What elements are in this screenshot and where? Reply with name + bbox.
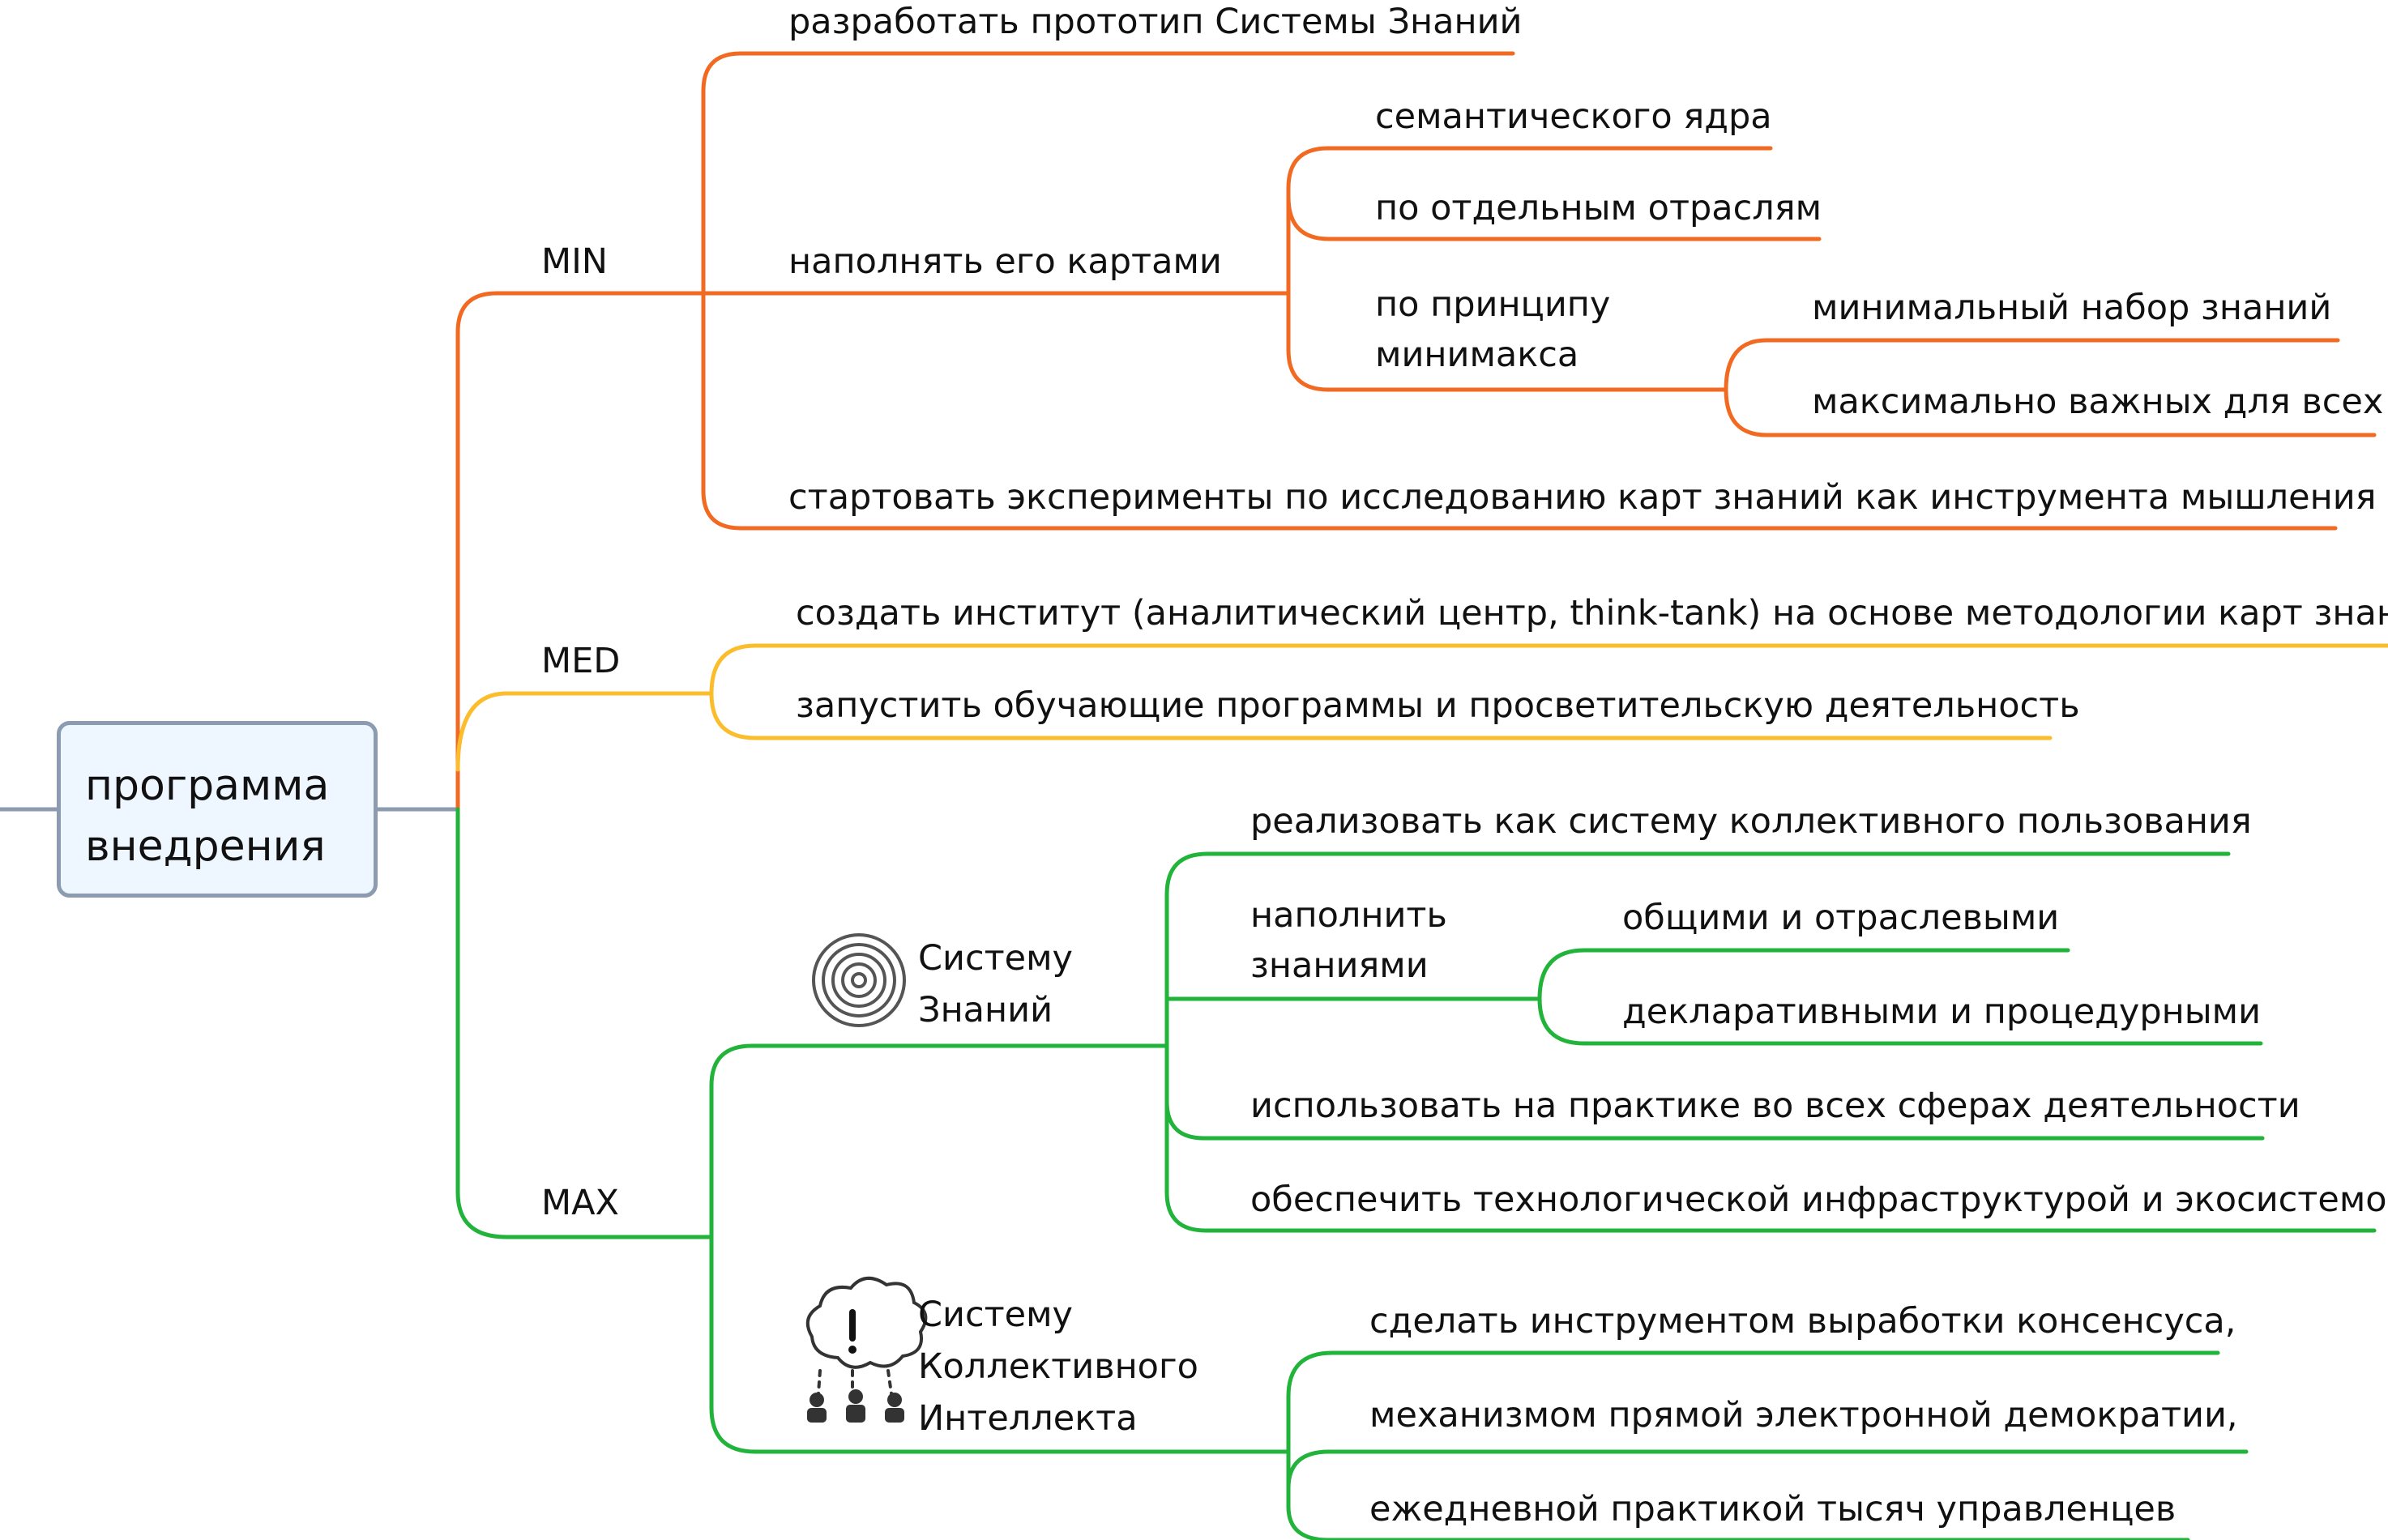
- med-item-1[interactable]: создать институт (аналитический центр, t…: [796, 593, 2388, 633]
- min-item-2[interactable]: наполнять его картами: [788, 241, 1222, 282]
- min-item-3[interactable]: стартовать эксперименты по исследованию …: [788, 477, 2377, 518]
- system-knowledge-line1[interactable]: Систему: [918, 938, 1074, 979]
- minimax-item-2[interactable]: максимально важных для всех: [1812, 382, 2384, 422]
- sk-item-2[interactable]: использовать на практике во всех сферах …: [1250, 1086, 2300, 1126]
- fill-knowledge-item-2[interactable]: декларативными и процедурными: [1622, 992, 2262, 1032]
- min-branch-lines: [455, 51, 2377, 812]
- min-item-1[interactable]: разработать прототип Системы Знаний: [788, 2, 1523, 42]
- fill-item-1[interactable]: семантического ядра: [1375, 96, 1772, 137]
- collective-line1[interactable]: Систему: [918, 1295, 1074, 1335]
- root-node[interactable]: программа внедрения: [57, 721, 378, 898]
- sk-item-1[interactable]: реализовать как систему коллективного по…: [1250, 801, 2252, 842]
- sk-item-3[interactable]: обеспечить технологической инфраструктур…: [1250, 1180, 2388, 1220]
- system-knowledge-line2[interactable]: Знаний: [918, 990, 1053, 1030]
- minimax-line2[interactable]: минимакса: [1375, 335, 1579, 375]
- collective-item-1[interactable]: сделать инструментом выработки консенсус…: [1369, 1301, 2236, 1342]
- fill-knowledge-line2[interactable]: знаниями: [1250, 945, 1429, 986]
- max-branch-label[interactable]: MAX: [541, 1183, 619, 1223]
- spiral-icon: [812, 933, 906, 1027]
- med-branch-lines: [455, 643, 2388, 772]
- minimax-item-1[interactable]: минимальный набор знаний: [1812, 288, 2332, 328]
- max-branch-lines: [455, 807, 2377, 1540]
- fill-item-2[interactable]: по отдельным отраслям: [1375, 188, 1822, 228]
- min-branch-label[interactable]: MIN: [541, 241, 608, 282]
- collective-line2[interactable]: Коллективного: [918, 1346, 1198, 1387]
- fill-knowledge-item-1[interactable]: общими и отраслевыми: [1622, 898, 2060, 938]
- root-label: внедрения: [85, 822, 326, 872]
- collective-item-2[interactable]: механизмом прямой электронной демократии…: [1369, 1395, 2238, 1435]
- root-label: программа: [85, 761, 330, 810]
- med-branch-label[interactable]: MED: [541, 641, 621, 681]
- collective-thought-icon: [805, 1277, 928, 1423]
- collective-line3[interactable]: Интеллекта: [918, 1398, 1138, 1439]
- minimax-line1[interactable]: по принципу: [1375, 284, 1611, 325]
- fill-knowledge-line1[interactable]: наполнить: [1250, 895, 1447, 936]
- collective-item-3[interactable]: ежедневной практикой тысяч управленцев: [1369, 1489, 2177, 1529]
- med-item-2[interactable]: запустить обучающие программы и просвети…: [796, 685, 2080, 726]
